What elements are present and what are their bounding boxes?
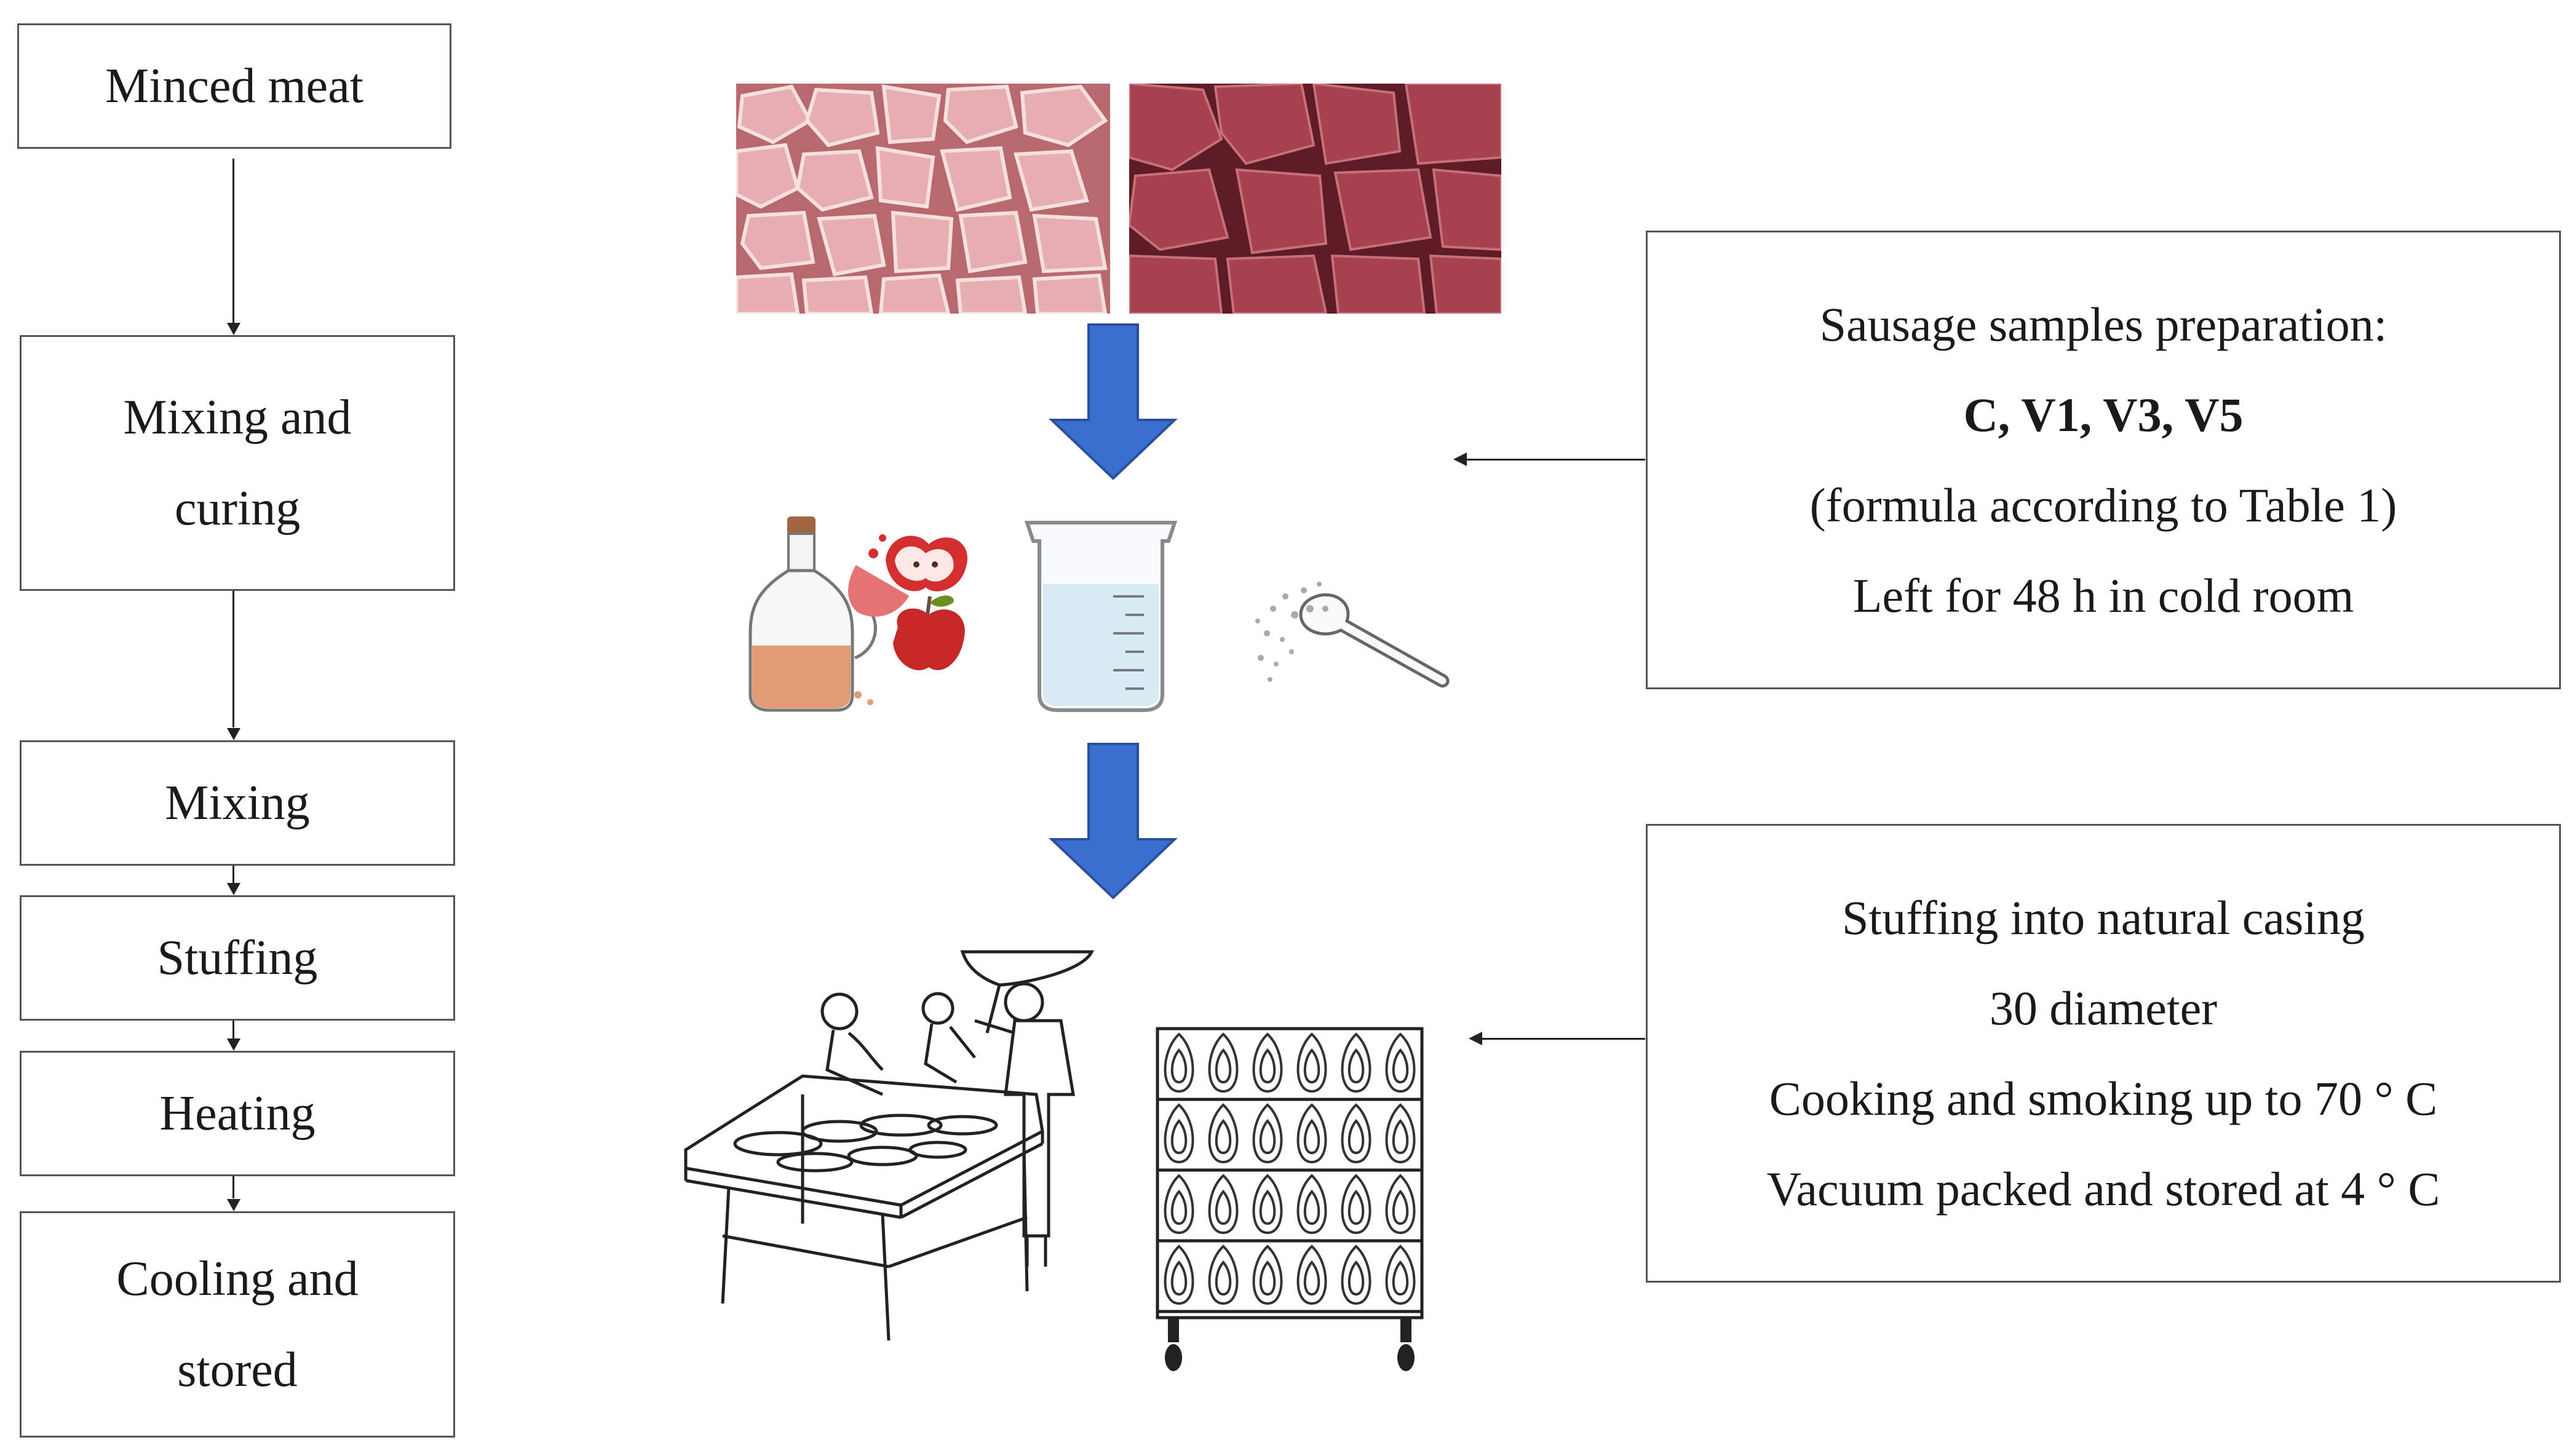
sausage-loop xyxy=(1385,1032,1416,1093)
note-preparation-storage: Left for 48 h in cold room xyxy=(1852,569,2354,622)
sausage-loop-inner xyxy=(1215,1189,1232,1225)
sausage-loop xyxy=(1164,1174,1194,1235)
note-preparation-samples: C, V1, V3, V5 xyxy=(1963,388,2244,441)
connector-5 xyxy=(232,1176,234,1198)
sausage-loop-inner xyxy=(1348,1189,1365,1225)
connector-3 xyxy=(232,866,234,884)
note-processing-line4: Vacuum packed and stored at 4 ° C xyxy=(1766,1162,2440,1216)
pork-meat-photo xyxy=(736,84,1110,314)
sausage-loop-inner xyxy=(1215,1260,1232,1296)
workers-table-icon xyxy=(684,950,1094,1341)
sausage-loop-inner xyxy=(1303,1189,1320,1225)
connector-2 xyxy=(232,591,234,727)
sausage-loop xyxy=(1341,1032,1371,1093)
step-stuffing: Stuffing xyxy=(20,895,455,1021)
connector-3-arrowhead xyxy=(227,883,240,895)
sausage-loop xyxy=(1341,1244,1371,1305)
connector-2-arrowhead xyxy=(227,728,240,740)
sausage-loop xyxy=(1208,1032,1239,1093)
sausage-loop xyxy=(1252,1032,1283,1093)
sausage-loop-inner xyxy=(1348,1118,1365,1155)
sausage-loop-inner xyxy=(1170,1260,1188,1296)
sausage-loop xyxy=(1341,1174,1371,1235)
sausage-loop xyxy=(1296,1244,1327,1305)
sausage-loop-inner xyxy=(1392,1260,1409,1296)
step-mixing-and-curing: Mixing and curing xyxy=(20,335,455,591)
step-mixing: Mixing xyxy=(20,740,455,866)
sausage-loop xyxy=(1296,1032,1327,1093)
sausage-loop xyxy=(1208,1174,1239,1235)
sausage-loop-inner xyxy=(1348,1260,1365,1296)
sausage-loop xyxy=(1164,1032,1194,1093)
sausage-loop xyxy=(1208,1103,1239,1164)
sausage-loop xyxy=(1296,1103,1327,1164)
sausage-loop-inner xyxy=(1392,1118,1409,1155)
note-preparation: Sausage samples preparation: C, V1, V3, … xyxy=(1646,231,2561,689)
note-preparation-formula: (formula according to Table 1) xyxy=(1809,478,2397,532)
note-processing-arrowhead xyxy=(1469,1032,1482,1045)
sausage-loop-inner xyxy=(1259,1260,1276,1296)
sausage-loop-inner xyxy=(1170,1189,1188,1225)
connector-1-arrowhead xyxy=(227,323,240,335)
sausage-loop xyxy=(1164,1244,1194,1305)
sausage-loop-inner xyxy=(1303,1048,1320,1084)
apple-vinegar-icon xyxy=(748,516,967,712)
sausage-loop xyxy=(1341,1103,1371,1164)
step-minced-meat: Minced meat xyxy=(17,23,451,149)
sausage-loop xyxy=(1208,1244,1239,1305)
blue-down-arrow-1 xyxy=(1048,323,1178,480)
sausage-loop-inner xyxy=(1215,1048,1232,1084)
salt-spoon-icon xyxy=(1255,582,1450,687)
step-mixing-and-curing-label: Mixing and curing xyxy=(123,390,352,536)
connector-4-arrowhead xyxy=(227,1039,240,1051)
note-preparation-connector xyxy=(1467,459,1645,461)
note-processing-connector xyxy=(1482,1038,1645,1040)
sausage-loop xyxy=(1296,1174,1327,1235)
blue-down-arrow-2 xyxy=(1048,743,1178,900)
step-cooling-and-stored-label: Cooling and stored xyxy=(116,1252,359,1397)
sausage-loop-inner xyxy=(1259,1118,1276,1155)
sausage-loop-inner xyxy=(1259,1189,1276,1225)
connector-4 xyxy=(232,1021,234,1039)
step-cooling-and-stored: Cooling and stored xyxy=(20,1211,455,1438)
beef-meat-photo xyxy=(1129,84,1501,314)
sausage-loop-inner xyxy=(1392,1048,1409,1084)
note-processing-line1: Stuffing into natural casing xyxy=(1842,891,2365,944)
sausage-loop-inner xyxy=(1348,1048,1365,1084)
sausage-loop-inner xyxy=(1392,1189,1409,1225)
sausage-loop xyxy=(1252,1174,1283,1235)
sausage-loop xyxy=(1385,1174,1416,1235)
step-heating: Heating xyxy=(20,1051,455,1176)
sausage-loop-inner xyxy=(1303,1260,1320,1296)
note-preparation-title: Sausage samples preparation: xyxy=(1819,298,2387,351)
sausage-loop xyxy=(1252,1244,1283,1305)
sausage-loop xyxy=(1385,1244,1416,1305)
note-processing-line2: 30 diameter xyxy=(1989,981,2218,1035)
sausage-loop xyxy=(1164,1103,1194,1164)
sausage-loop xyxy=(1385,1103,1416,1164)
sausage-loop-inner xyxy=(1215,1118,1232,1155)
sausage-loop-inner xyxy=(1170,1048,1188,1084)
note-preparation-arrowhead xyxy=(1453,453,1467,466)
sausage-loop-inner xyxy=(1170,1118,1188,1155)
sausage-loop-inner xyxy=(1259,1048,1276,1084)
sausage-loop-inner xyxy=(1303,1118,1320,1155)
water-beaker-icon xyxy=(1024,521,1178,712)
note-processing: Stuffing into natural casing 30 diameter… xyxy=(1646,824,2561,1283)
note-processing-line3: Cooking and smoking up to 70 ° C xyxy=(1769,1072,2438,1125)
connector-1 xyxy=(232,159,234,323)
sausage-loop xyxy=(1252,1103,1283,1164)
smoking-rack-icon xyxy=(1156,1027,1424,1371)
connector-5-arrowhead xyxy=(227,1199,240,1211)
